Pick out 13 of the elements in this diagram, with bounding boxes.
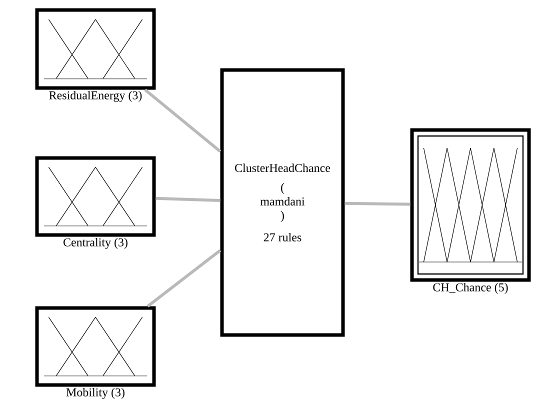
node-label: Mobility (3) [66, 388, 124, 399]
node-label: CH_Chance (5) [433, 282, 508, 294]
connector-line [146, 249, 222, 308]
connector-line [344, 202, 410, 206]
node-label: ResidualEnergy (3) [49, 90, 142, 102]
connector-line [144, 88, 222, 153]
membership-function-box: Mobility (3) [35, 306, 156, 399]
node-label: Centrality (3) [64, 238, 128, 249]
membership-function-box: ResidualEnergy (3) [35, 8, 156, 102]
membership-function-box: CH_Chance (5) [410, 128, 531, 294]
rule-block-box: ClusterHeadChance ( mamdani ) 27 rules [220, 68, 345, 337]
membership-function-box: Centrality (3) [35, 156, 156, 249]
connector-line [156, 196, 220, 202]
